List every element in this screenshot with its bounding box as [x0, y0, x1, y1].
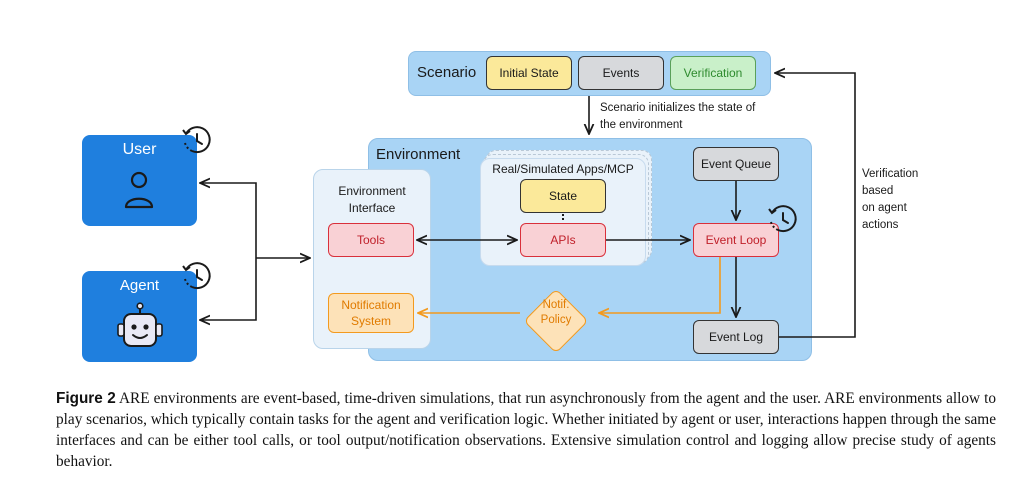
loop-to-policy-arrow: [599, 257, 721, 313]
interface-label-line1: Environment: [338, 184, 406, 198]
tools-box: Tools: [328, 223, 414, 257]
events-box: Events: [578, 56, 664, 90]
event-log-box: Event Log: [693, 320, 779, 354]
verification-note-line3: on agent: [862, 202, 907, 214]
event-loop-box: Event Loop: [693, 223, 779, 257]
notif-policy-line1: Notif.: [542, 299, 570, 311]
agent-bus-arrow: [200, 258, 257, 320]
verification-note-line2: based: [862, 185, 894, 197]
apps-label: Real/Simulated Apps/MCP: [492, 162, 634, 176]
notif-policy-label: Notif. Policy: [516, 298, 596, 328]
agent-clock-icon: [182, 262, 211, 290]
robot-icon: [116, 302, 164, 352]
event-queue-box: Event Queue: [693, 147, 779, 181]
environment-label: Environment: [376, 146, 461, 163]
verification-note: Verification based on agent actions: [862, 166, 918, 234]
initial-state-box: Initial State: [486, 56, 572, 90]
verification-note-line1: Verification: [862, 168, 919, 180]
scenario-label: Scenario: [417, 64, 477, 81]
interface-label-line2: Interface: [348, 201, 396, 215]
verification-box: Verification: [670, 56, 756, 90]
event-loop-clock-icon: [768, 205, 797, 233]
user-label: User: [122, 141, 157, 158]
notification-line2: System: [350, 314, 391, 328]
notification-system-box: Notification System: [328, 293, 414, 333]
agent-label: Agent: [119, 277, 160, 294]
caption-text: ARE environments are event-based, time-d…: [56, 390, 997, 470]
environment-interface-label: Environment Interface: [313, 183, 431, 217]
notification-line1: Notification: [341, 297, 401, 312]
apis-box: APIs: [520, 223, 606, 257]
figure-caption: Figure 2 ARE environments are event-base…: [56, 388, 996, 472]
verification-note-line4: actions: [862, 219, 899, 231]
caption-label: Figure 2: [56, 390, 116, 407]
state-box: State: [520, 179, 606, 213]
scenario-note: Scenario initializes the state of the en…: [600, 100, 755, 134]
user-panel: [82, 135, 197, 226]
verification-feedback-arrow: [775, 73, 856, 338]
scenario-note-line1: Scenario initializes the state of: [600, 102, 756, 114]
user-clock-icon: [182, 126, 211, 154]
notif-policy-line2: Policy: [540, 314, 572, 326]
scenario-note-line2: the environment: [600, 119, 683, 131]
user-bus-arrow: [200, 183, 257, 258]
user-icon: [122, 170, 156, 210]
